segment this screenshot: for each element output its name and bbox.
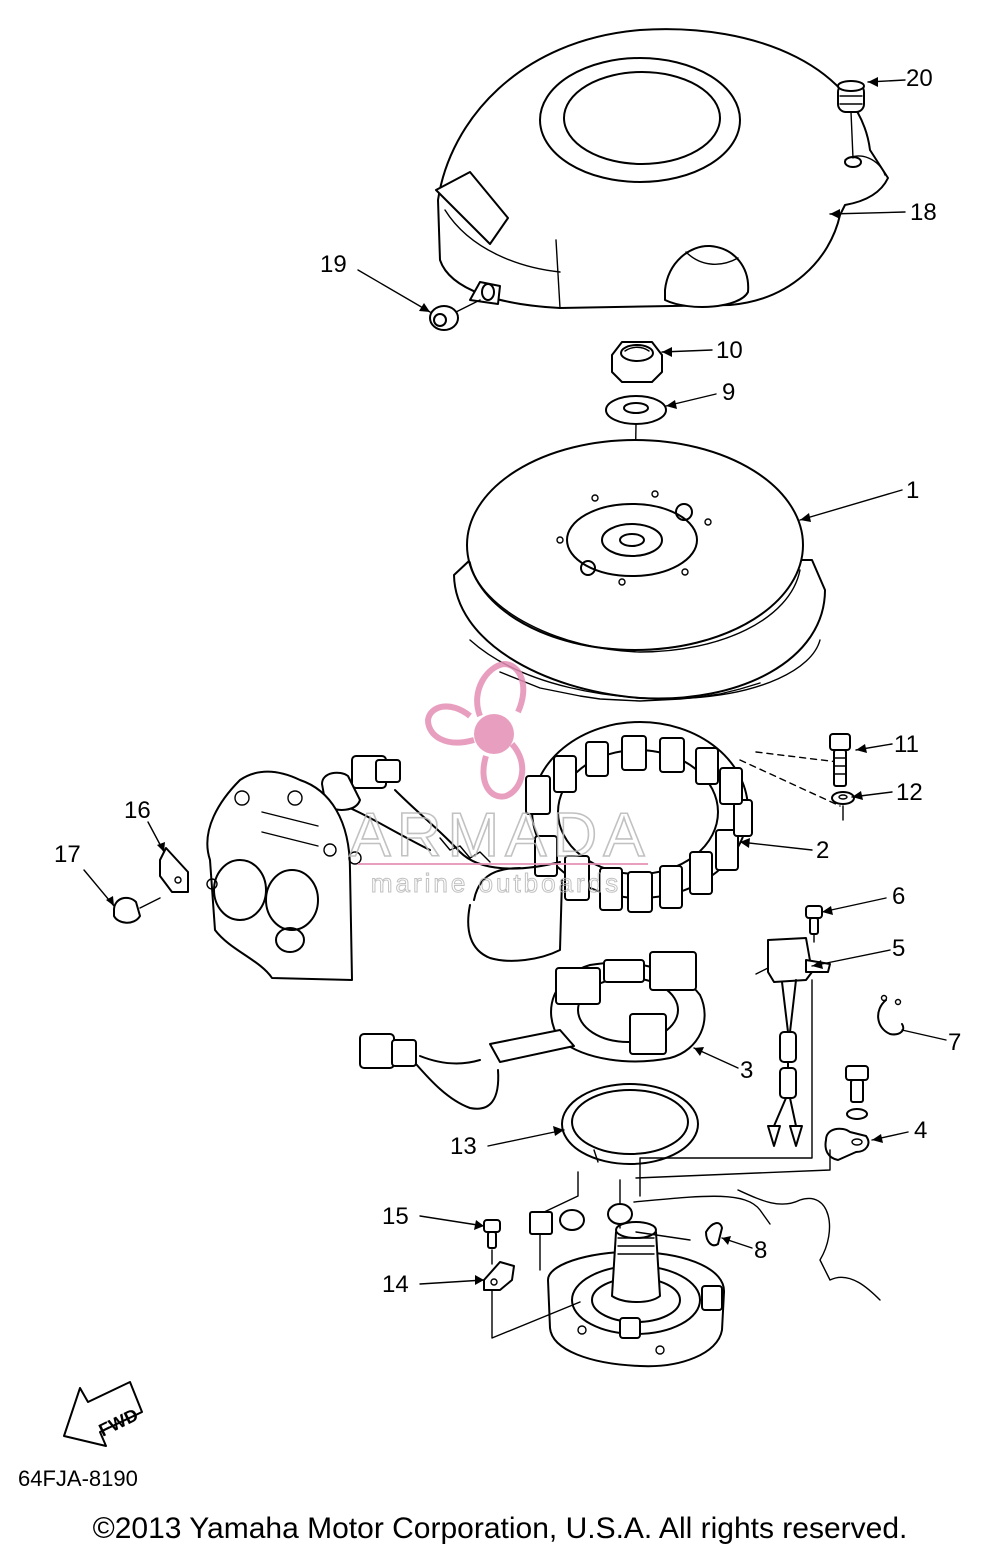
screw-15-drawing xyxy=(483,1219,501,1249)
callout-6: 6 xyxy=(892,883,905,910)
stator-drawing xyxy=(525,721,841,913)
callout-5: 5 xyxy=(892,935,905,962)
stator-base-drawing xyxy=(547,1221,726,1368)
watermark: ARMADA marine outboards xyxy=(349,660,650,899)
callout-7: 7 xyxy=(948,1029,961,1056)
flywheel-drawing xyxy=(453,439,826,702)
callout-16: 16 xyxy=(124,797,151,824)
callout-18: 18 xyxy=(910,199,937,226)
callout-3: 3 xyxy=(740,1057,753,1084)
fwd-direction-arrow: FWD xyxy=(63,1381,143,1447)
callout-19: 19 xyxy=(320,251,347,278)
callout-13: 13 xyxy=(450,1133,477,1160)
clip-7-drawing xyxy=(877,994,905,1036)
callout-17: 17 xyxy=(54,841,81,868)
callout-12: 12 xyxy=(896,779,923,806)
callout-10: 10 xyxy=(716,337,743,364)
clamp-14-drawing xyxy=(483,1261,515,1291)
crankcase-plate-drawing xyxy=(206,770,362,981)
callout-11: 11 xyxy=(894,731,919,758)
copyright-notice: ©2013 Yamaha Motor Corporation, U.S.A. A… xyxy=(92,1512,908,1545)
pulser-coil-drawing xyxy=(359,951,706,1110)
callout-1: 1 xyxy=(906,477,919,504)
bolt-11-drawing xyxy=(829,733,851,787)
nut-10-drawing xyxy=(611,341,663,383)
flywheel-cover-drawing xyxy=(435,28,889,309)
callout-numbers: 1 2 3 4 5 6 7 8 9 10 11 12 13 14 15 16 1… xyxy=(54,65,961,1298)
assembly-reference-lines xyxy=(491,979,881,1339)
screw-17-drawing xyxy=(113,896,161,924)
watermark-tagline: marine outboards xyxy=(371,868,621,898)
callout-15: 15 xyxy=(382,1203,409,1230)
callout-arrowheads xyxy=(106,77,883,1285)
screw-6-drawing xyxy=(805,905,823,943)
callout-9: 9 xyxy=(722,379,735,406)
key-8-drawing xyxy=(705,1222,723,1247)
clamp-4-drawing xyxy=(824,1065,870,1161)
clip-16-drawing xyxy=(159,847,189,893)
callout-2: 2 xyxy=(816,837,829,864)
ignition-coil-5-drawing xyxy=(755,937,831,1147)
callout-8: 8 xyxy=(754,1237,767,1264)
propeller-logo-icon xyxy=(424,660,527,800)
stator-wire-harness xyxy=(321,755,563,962)
callout-14: 14 xyxy=(382,1271,409,1298)
washer-12-drawing xyxy=(831,791,855,821)
watermark-brand: ARMADA xyxy=(349,801,650,870)
callout-4: 4 xyxy=(914,1117,927,1144)
grommet-20-drawing xyxy=(837,80,865,159)
washer-9-drawing xyxy=(605,395,667,425)
drawing-code: 64FJA-8190 xyxy=(18,1466,138,1491)
ring-13-drawing xyxy=(561,1083,699,1165)
callout-20: 20 xyxy=(906,65,933,92)
collar-19-drawing xyxy=(429,299,481,331)
